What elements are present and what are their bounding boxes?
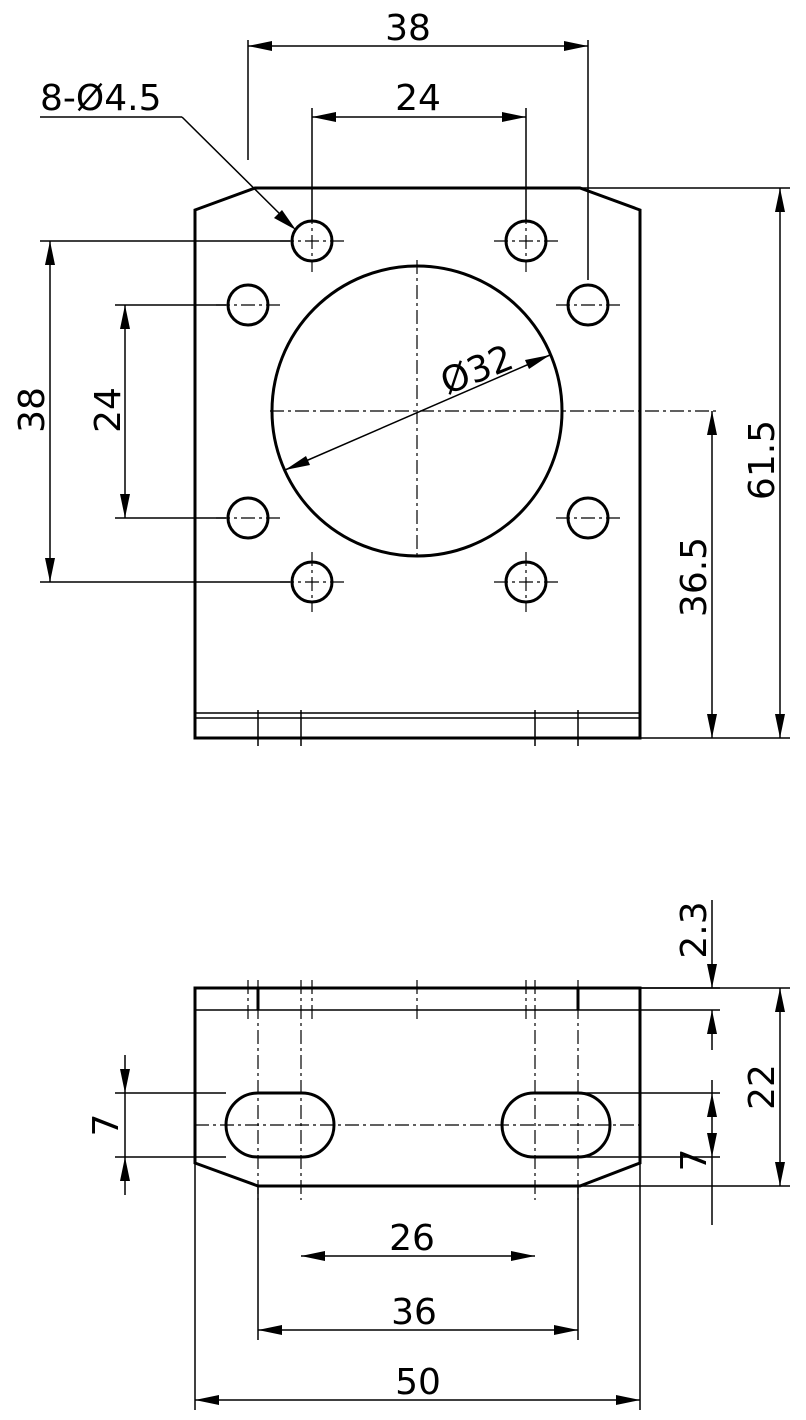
dim-total-width: 50 [395, 1362, 441, 1403]
dim-inner-hole-spacing-vertical: 24 [88, 387, 129, 433]
dim-outer-hole-spacing-horizontal: 38 [385, 8, 431, 49]
dim-slot-outer-spacing: 36 [391, 1292, 437, 1333]
dim-slot-inner-spacing: 26 [389, 1218, 435, 1259]
dim-outer-hole-spacing-vertical: 38 [12, 387, 53, 433]
dim-bore-diameter: Ø32 [435, 338, 519, 404]
dim-center-height: 36.5 [674, 537, 715, 617]
front-view: 38 24 8-Ø4.5 38 24 Ø32 [12, 8, 790, 746]
dim-slot-width-left: 7 [86, 1114, 127, 1137]
dim-line [284, 354, 551, 471]
dim-depth: 22 [742, 1064, 783, 1110]
dim-plate-thickness: 2.3 [674, 901, 715, 958]
dim-total-height: 61.5 [742, 420, 783, 500]
dim-inner-hole-spacing-horizontal: 24 [395, 78, 441, 119]
dim-hole-callout: 8-Ø4.5 [40, 78, 161, 119]
bottom-view: 2.3 22 7 7 26 36 [86, 900, 790, 1410]
dim-slot-width-right: 7 [674, 1149, 715, 1172]
